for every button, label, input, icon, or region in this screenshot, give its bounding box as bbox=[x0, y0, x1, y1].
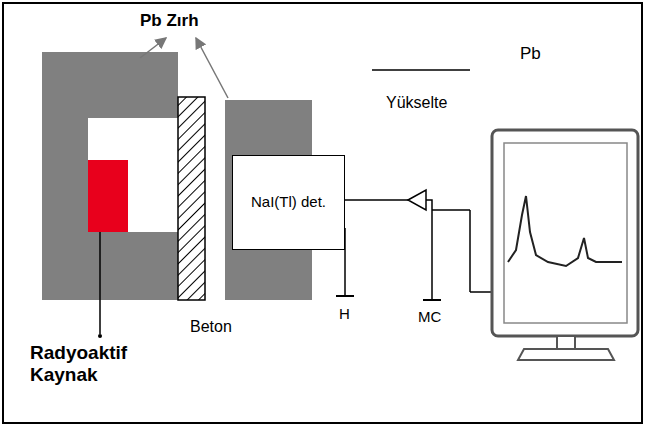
lead-shield bbox=[42, 52, 178, 300]
radioactive-source bbox=[88, 160, 128, 232]
monitor-wire bbox=[470, 291, 492, 293]
monitor-wire bbox=[469, 210, 471, 292]
leader-dot bbox=[98, 334, 102, 338]
signal-wire bbox=[345, 199, 408, 201]
pointer-arrow bbox=[140, 38, 166, 58]
amplifier-symbol bbox=[408, 190, 426, 210]
monitor-base bbox=[518, 349, 614, 360]
bracket-line bbox=[372, 69, 470, 71]
detector-label: NaI(Tl) det. bbox=[245, 189, 332, 216]
part-label: MC bbox=[418, 308, 441, 325]
monitor bbox=[492, 130, 638, 336]
ground-wire bbox=[426, 200, 432, 300]
ground-symbol bbox=[336, 295, 354, 297]
monitor-wire bbox=[432, 209, 470, 211]
monitor-stand bbox=[557, 336, 575, 349]
part-label: Yükselte bbox=[386, 94, 447, 112]
part-label: H bbox=[339, 305, 350, 322]
part-label: Pb Zırh bbox=[140, 11, 199, 31]
part-label: Pb bbox=[520, 44, 541, 64]
part-label: Radyoaktif Kaynak bbox=[30, 342, 160, 386]
monitor-screen bbox=[504, 143, 627, 323]
part-label: Beton bbox=[190, 318, 232, 336]
pointer-arrow bbox=[196, 38, 228, 98]
concrete-slab bbox=[178, 97, 205, 300]
ground-symbol bbox=[423, 299, 441, 301]
frame bbox=[3, 3, 642, 423]
spectrum-curve bbox=[508, 196, 622, 266]
leader-line bbox=[99, 232, 101, 334]
detector-box: NaI(Tl) det. bbox=[232, 155, 345, 250]
